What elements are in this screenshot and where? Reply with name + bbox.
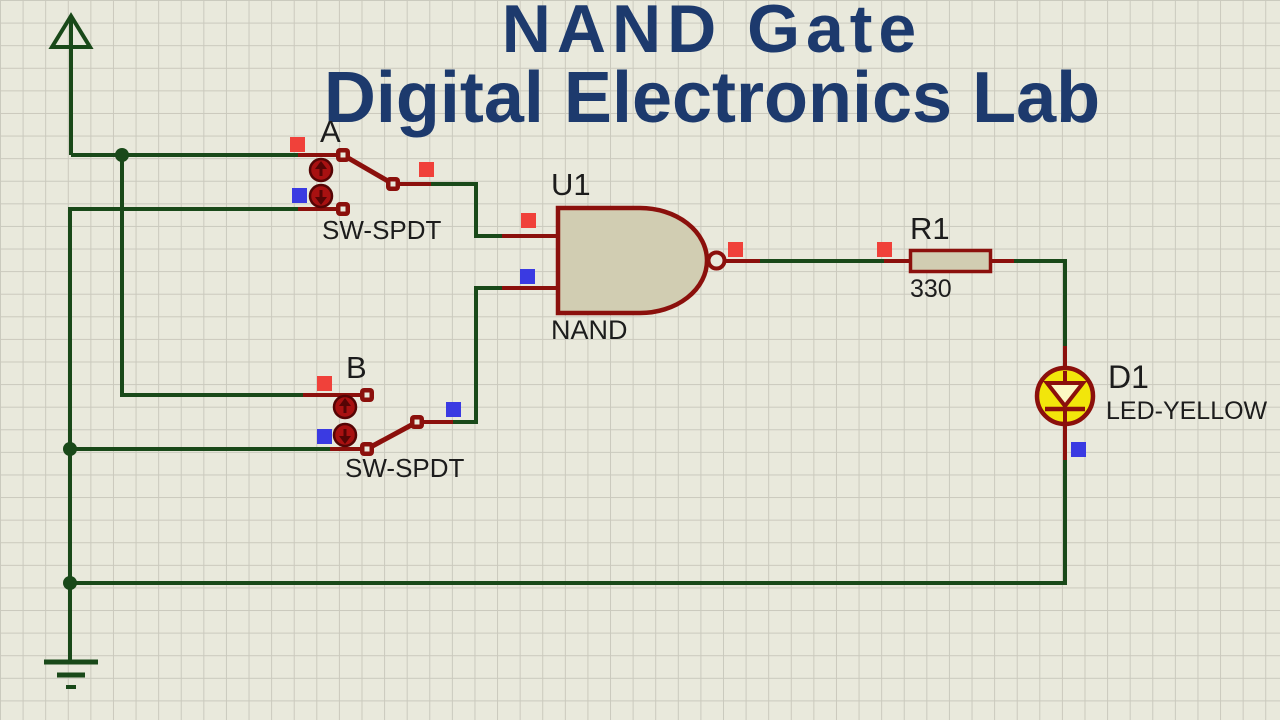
logic-high-indicator	[877, 242, 892, 257]
nand-gate[interactable]	[502, 205, 760, 316]
wire-vcc-to-switch-b	[120, 155, 303, 397]
switch-b-label: B	[346, 350, 367, 385]
switch-a-label: A	[320, 114, 341, 149]
junction-dot	[115, 148, 129, 162]
logic-low-indicator	[292, 188, 307, 203]
switch-a-lever[interactable]	[341, 152, 395, 187]
logic-high-indicator	[521, 213, 536, 228]
junction-dot	[63, 576, 77, 590]
wire-gnd-return	[70, 460, 1067, 585]
terminal-hole	[390, 181, 396, 187]
wire-r1-to-led	[1014, 259, 1067, 346]
switch-b-toggle-up-icon[interactable]	[332, 394, 358, 420]
terminal-hole	[414, 419, 420, 425]
terminal-hole	[364, 446, 370, 452]
switch-b-toggle-down-icon[interactable]	[332, 422, 358, 448]
led-d1[interactable]	[1034, 346, 1096, 460]
switch-a-terminals	[336, 148, 400, 216]
wire-gnd-left	[68, 207, 298, 660]
switch-a-part-label: SW-SPDT	[322, 215, 442, 245]
terminal-hole	[340, 152, 346, 158]
wires	[44, 12, 1067, 689]
resistor-value-label: 330	[910, 275, 952, 303]
resistor-ref-label: R1	[910, 211, 950, 246]
gate-part-label: NAND	[551, 315, 628, 345]
logic-low-indicator	[1071, 442, 1086, 457]
wire-b-to-nand	[453, 286, 502, 424]
led-part-label: LED-YELLOW	[1106, 397, 1268, 425]
switch-b[interactable]	[303, 388, 453, 456]
logic-high-indicator	[728, 242, 743, 257]
switch-a-toggle-up-icon[interactable]	[308, 157, 334, 183]
switch-b-terminals	[360, 388, 424, 456]
logic-low-indicator	[446, 402, 461, 417]
junction-dot	[63, 442, 77, 456]
logic-low-indicator	[520, 269, 535, 284]
logic-state-indicators	[290, 137, 1086, 457]
junction-dots	[63, 148, 129, 590]
logic-high-indicator	[317, 376, 332, 391]
nand-inversion-bubble	[706, 250, 727, 271]
ground-icon[interactable]	[44, 659, 98, 689]
power-arrow-icon[interactable]	[48, 12, 94, 155]
led-ref-label: D1	[1108, 359, 1149, 395]
terminal-hole	[340, 206, 346, 212]
logic-high-indicator	[290, 137, 305, 152]
switch-b-lever[interactable]	[365, 419, 419, 452]
resistor-body[interactable]	[908, 248, 993, 274]
nand-gate-body[interactable]	[555, 205, 710, 316]
switch-b-part-label: SW-SPDT	[345, 453, 465, 483]
led-diode-triangle	[1042, 381, 1088, 410]
logic-high-indicator	[419, 162, 434, 177]
gate-ref-label: U1	[551, 167, 591, 202]
switch-a[interactable]	[298, 148, 431, 216]
terminal-hole	[364, 392, 370, 398]
switch-a-toggle-down-icon[interactable]	[308, 183, 334, 209]
power-arrowhead	[48, 12, 94, 49]
logic-low-indicator	[317, 429, 332, 444]
wire-a-to-nand	[431, 182, 502, 238]
resistor-r1[interactable]	[884, 248, 1014, 274]
